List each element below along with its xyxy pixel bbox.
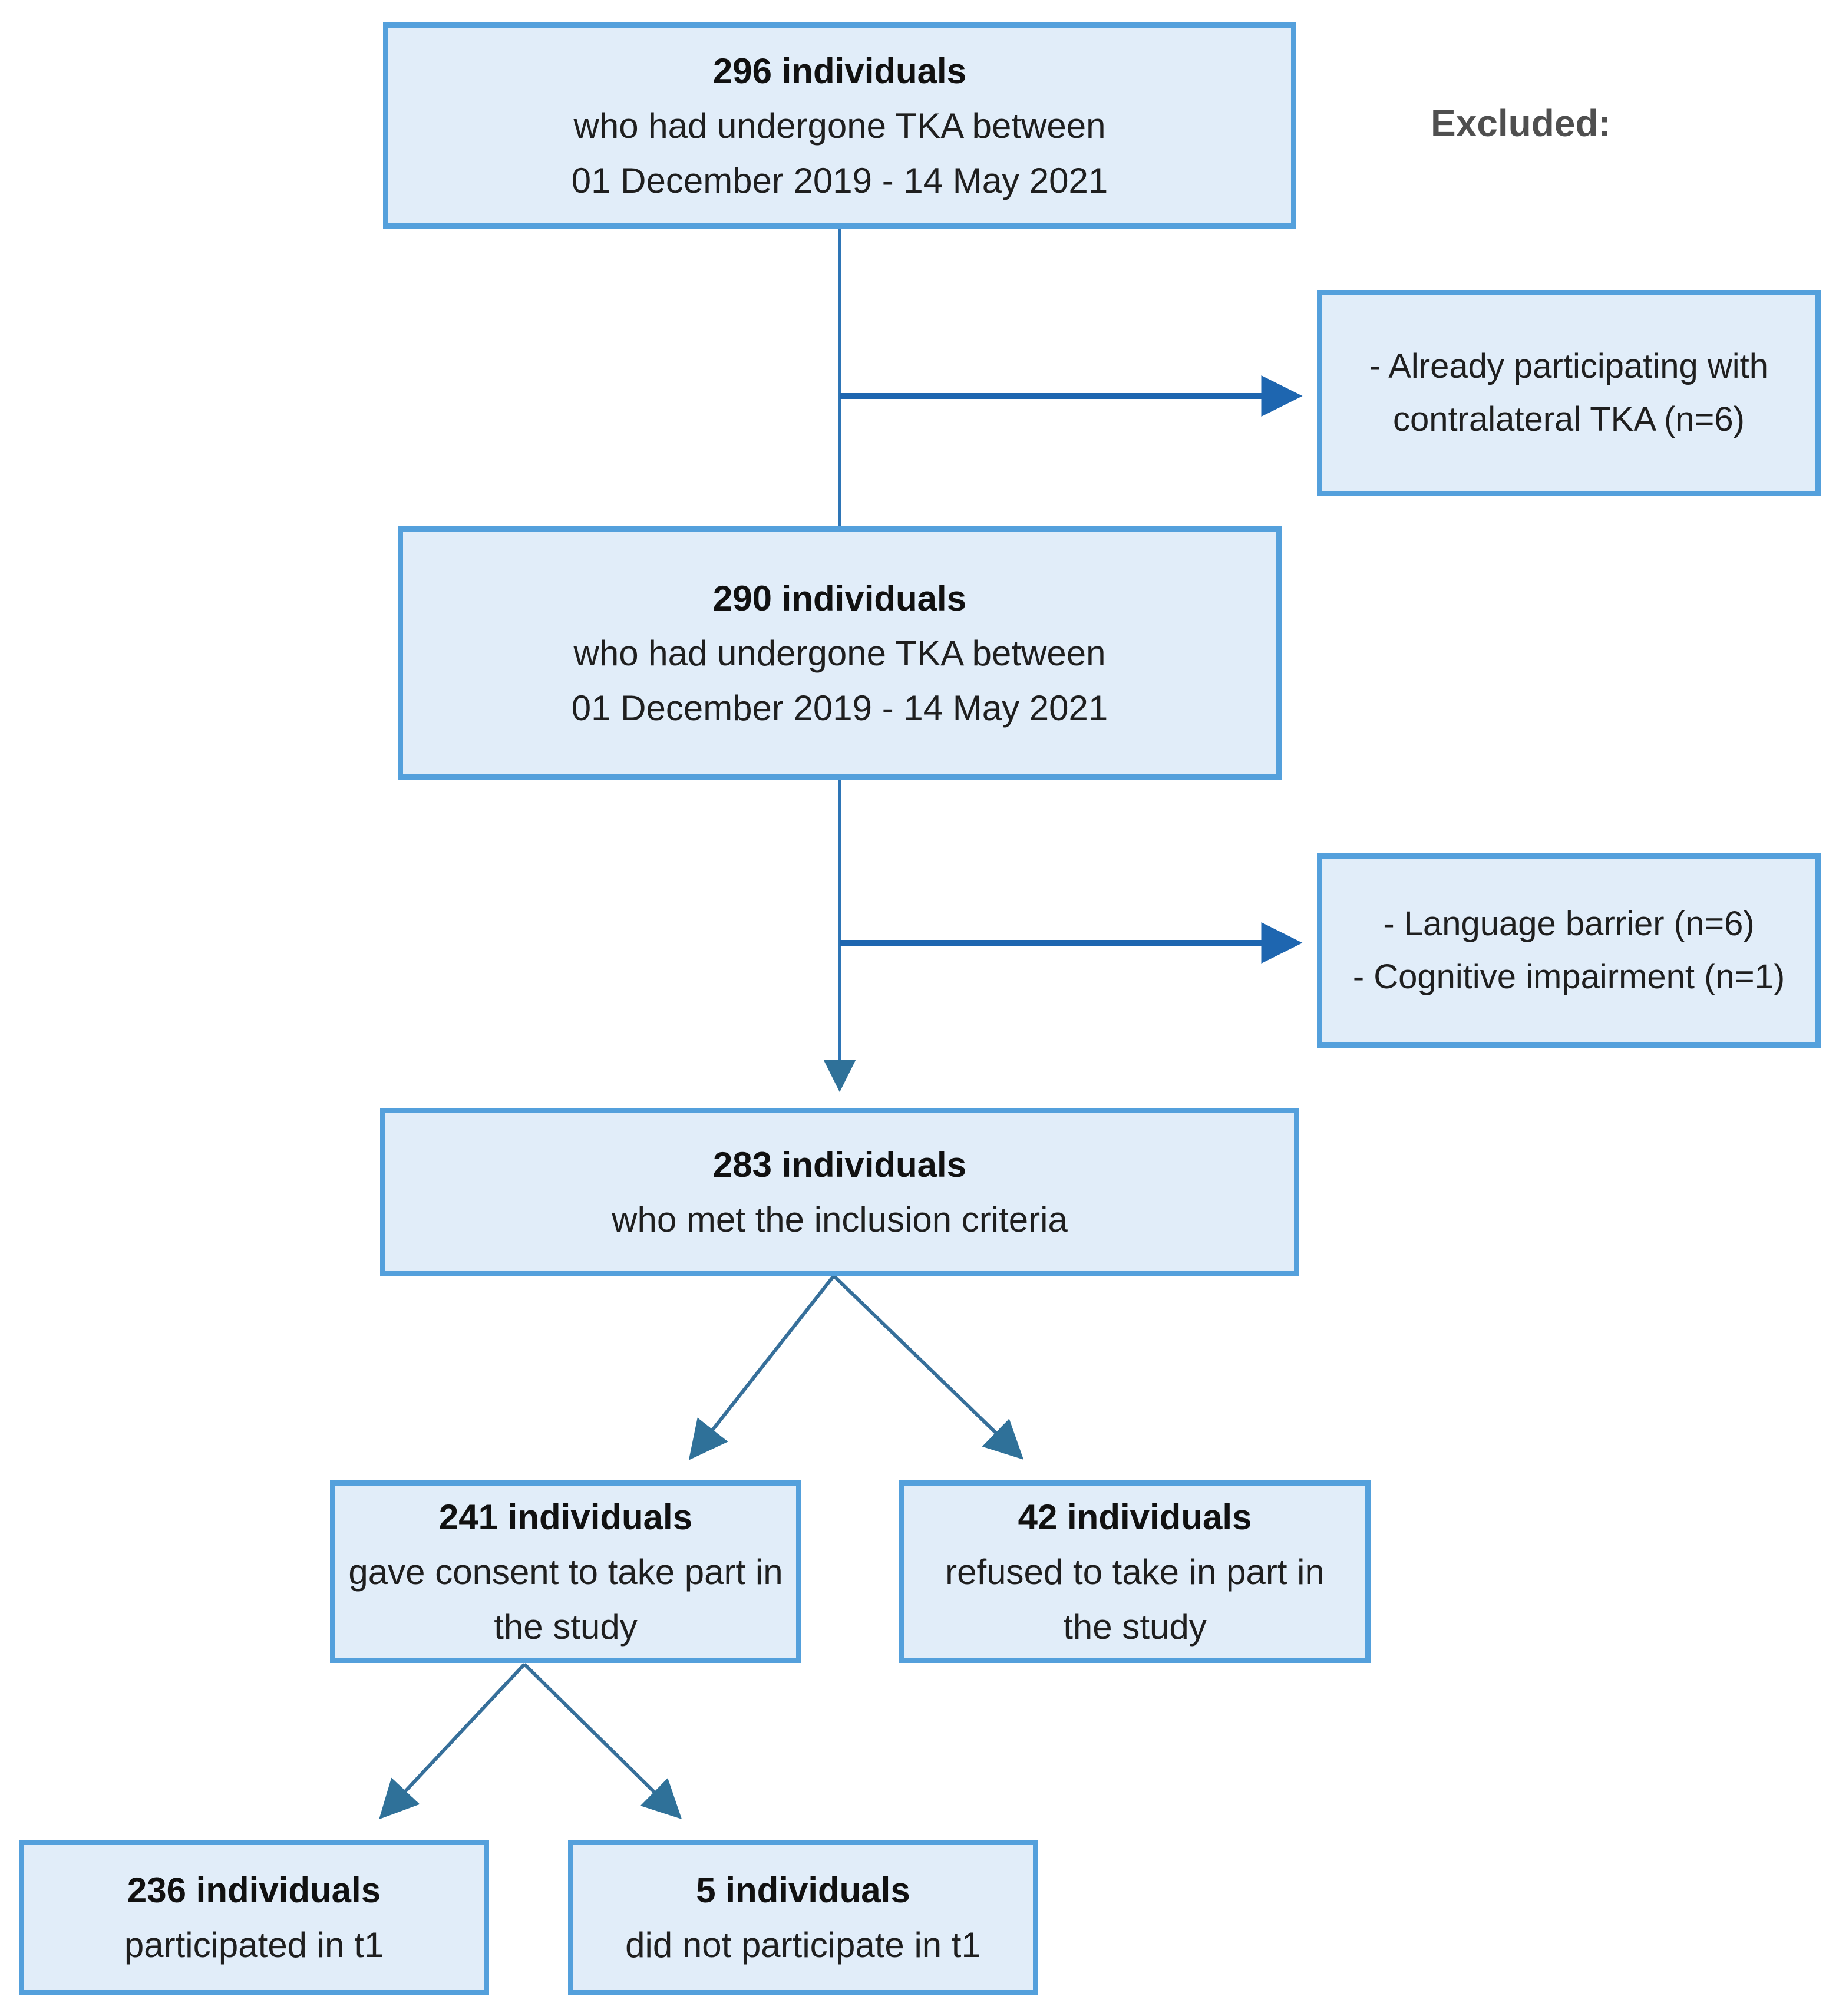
box-title: 296 individuals (712, 51, 967, 91)
excluded-box-contralateral: - Already participating with contralater… (1317, 290, 1821, 496)
box-line: did not participate in t1 (625, 1925, 981, 1965)
box-241-individuals: 241 individuals gave consent to take par… (330, 1480, 801, 1663)
excluded-box-language-cognitive: - Language barrier (n=6) - Cognitive imp… (1317, 853, 1821, 1048)
box-296-individuals: 296 individuals who had undergone TKA be… (383, 22, 1296, 229)
box-title: 42 individuals (1018, 1497, 1252, 1537)
box-line: who had undergone TKA between (573, 633, 1106, 673)
box-5-individuals: 5 individuals did not participate in t1 (568, 1840, 1038, 1995)
box-line: gave consent to take part in (348, 1552, 783, 1592)
box-title: 283 individuals (712, 1144, 967, 1184)
box-title: 290 individuals (712, 578, 967, 618)
excluded-label: Excluded: (1431, 102, 1611, 144)
box-title: 5 individuals (696, 1870, 910, 1910)
connector-241-to-236 (379, 1662, 526, 1820)
box-title: 236 individuals (127, 1870, 381, 1910)
box-line: the study (1063, 1606, 1207, 1647)
box-line: participated in t1 (124, 1925, 384, 1965)
box-236-individuals: 236 individuals participated in t1 (19, 1840, 489, 1995)
box-line: 01 December 2019 - 14 May 2021 (571, 160, 1108, 200)
box-line: who met the inclusion criteria (612, 1199, 1068, 1239)
box-line: refused to take in part in (945, 1552, 1325, 1592)
box-title: 241 individuals (438, 1497, 693, 1537)
connector-283-to-42 (832, 1274, 1024, 1460)
connector-283-to-241 (688, 1275, 836, 1460)
box-283-individuals: 283 individuals who met the inclusion cr… (380, 1108, 1299, 1276)
box-line: contralateral TKA (n=6) (1393, 400, 1745, 438)
box-line: the study (494, 1606, 638, 1647)
connector-241-to-5 (523, 1662, 682, 1819)
box-line: - Already participating with (1369, 347, 1768, 386)
box-line: 01 December 2019 - 14 May 2021 (571, 688, 1108, 728)
box-290-individuals: 290 individuals who had undergone TKA be… (398, 526, 1282, 780)
box-line: - Cognitive impairment (n=1) (1352, 958, 1785, 996)
box-42-individuals: 42 individuals refused to take in part i… (899, 1480, 1371, 1663)
box-line: - Language barrier (n=6) (1383, 905, 1755, 943)
box-line: who had undergone TKA between (573, 105, 1106, 146)
